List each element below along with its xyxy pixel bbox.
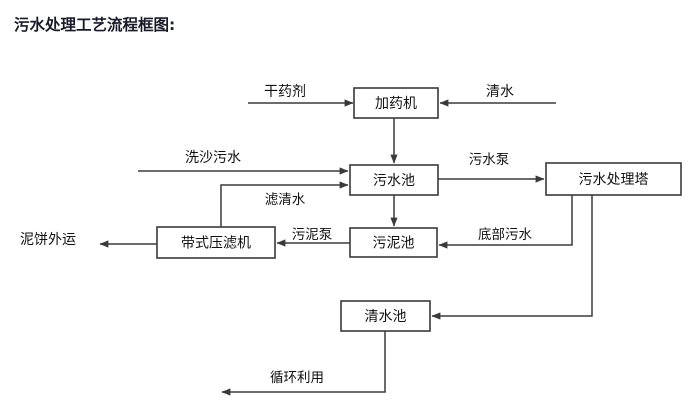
- node-treatment-tower-box[interactable]: [545, 162, 682, 196]
- node-treatment-tower-label: 污水处理塔: [579, 172, 649, 188]
- node-belt-filter-box[interactable]: [156, 226, 276, 259]
- node-dosing-machine-box[interactable]: [353, 87, 439, 119]
- node-sewage-pool-label: 污水池: [373, 173, 415, 189]
- terminal-mud-cake-out: 泥饼外运: [20, 232, 76, 248]
- edge-treatment-tower-to-clear-pool: [431, 195, 593, 320]
- edge-label-sewage-pump: 污水泵: [469, 152, 510, 168]
- node-clear-pool-label: 清水池: [365, 309, 407, 325]
- terminal-dry-chemical: 干药剂: [264, 84, 306, 100]
- edge-label-recycle-use: 循环利用: [270, 370, 324, 386]
- node-clear-pool[interactable]: 清水池: [340, 300, 431, 332]
- edge-label-layer: 滤清水 污水泵 污泥泵 底部污水 循环利用: [265, 152, 533, 386]
- terminal-clean-water: 清水: [486, 84, 514, 100]
- page-title: 污水处理工艺流程框图:: [14, 15, 175, 34]
- node-treatment-tower[interactable]: 污水处理塔: [545, 162, 682, 196]
- node-sewage-pool[interactable]: 污水池: [349, 164, 439, 196]
- edge-label-filtered-water: 滤清水: [265, 192, 306, 208]
- node-sludge-pool-label: 污泥池: [373, 236, 415, 252]
- edge-layer: [99, 99, 593, 396]
- edge-bottom-sewage-to-sludge-pool: [438, 195, 573, 249]
- terminal-layer: 干药剂 清水 洗沙污水 泥饼外运: [20, 84, 514, 248]
- terminal-sand-wastewater: 洗沙污水: [185, 150, 241, 166]
- node-layer: 加药机 污水池 污水处理塔 带式压滤机 污泥池 清水池: [156, 87, 682, 332]
- edge-clear-pool-to-recycle: [221, 331, 386, 396]
- node-sewage-pool-box[interactable]: [349, 164, 439, 196]
- edge-label-sludge-pump: 污泥泵: [292, 227, 333, 243]
- node-dosing-machine[interactable]: 加药机: [353, 87, 439, 119]
- node-belt-filter[interactable]: 带式压滤机: [156, 226, 276, 259]
- node-belt-filter-label: 带式压滤机: [181, 236, 251, 252]
- node-sludge-pool[interactable]: 污泥池: [349, 227, 438, 258]
- node-sludge-pool-box[interactable]: [349, 227, 438, 258]
- node-clear-pool-box[interactable]: [340, 300, 431, 332]
- edge-filtered-water-to-sewage-pool: [220, 181, 349, 227]
- edge-label-bottom-sewage: 底部污水: [478, 227, 532, 243]
- node-dosing-machine-label: 加药机: [375, 96, 417, 112]
